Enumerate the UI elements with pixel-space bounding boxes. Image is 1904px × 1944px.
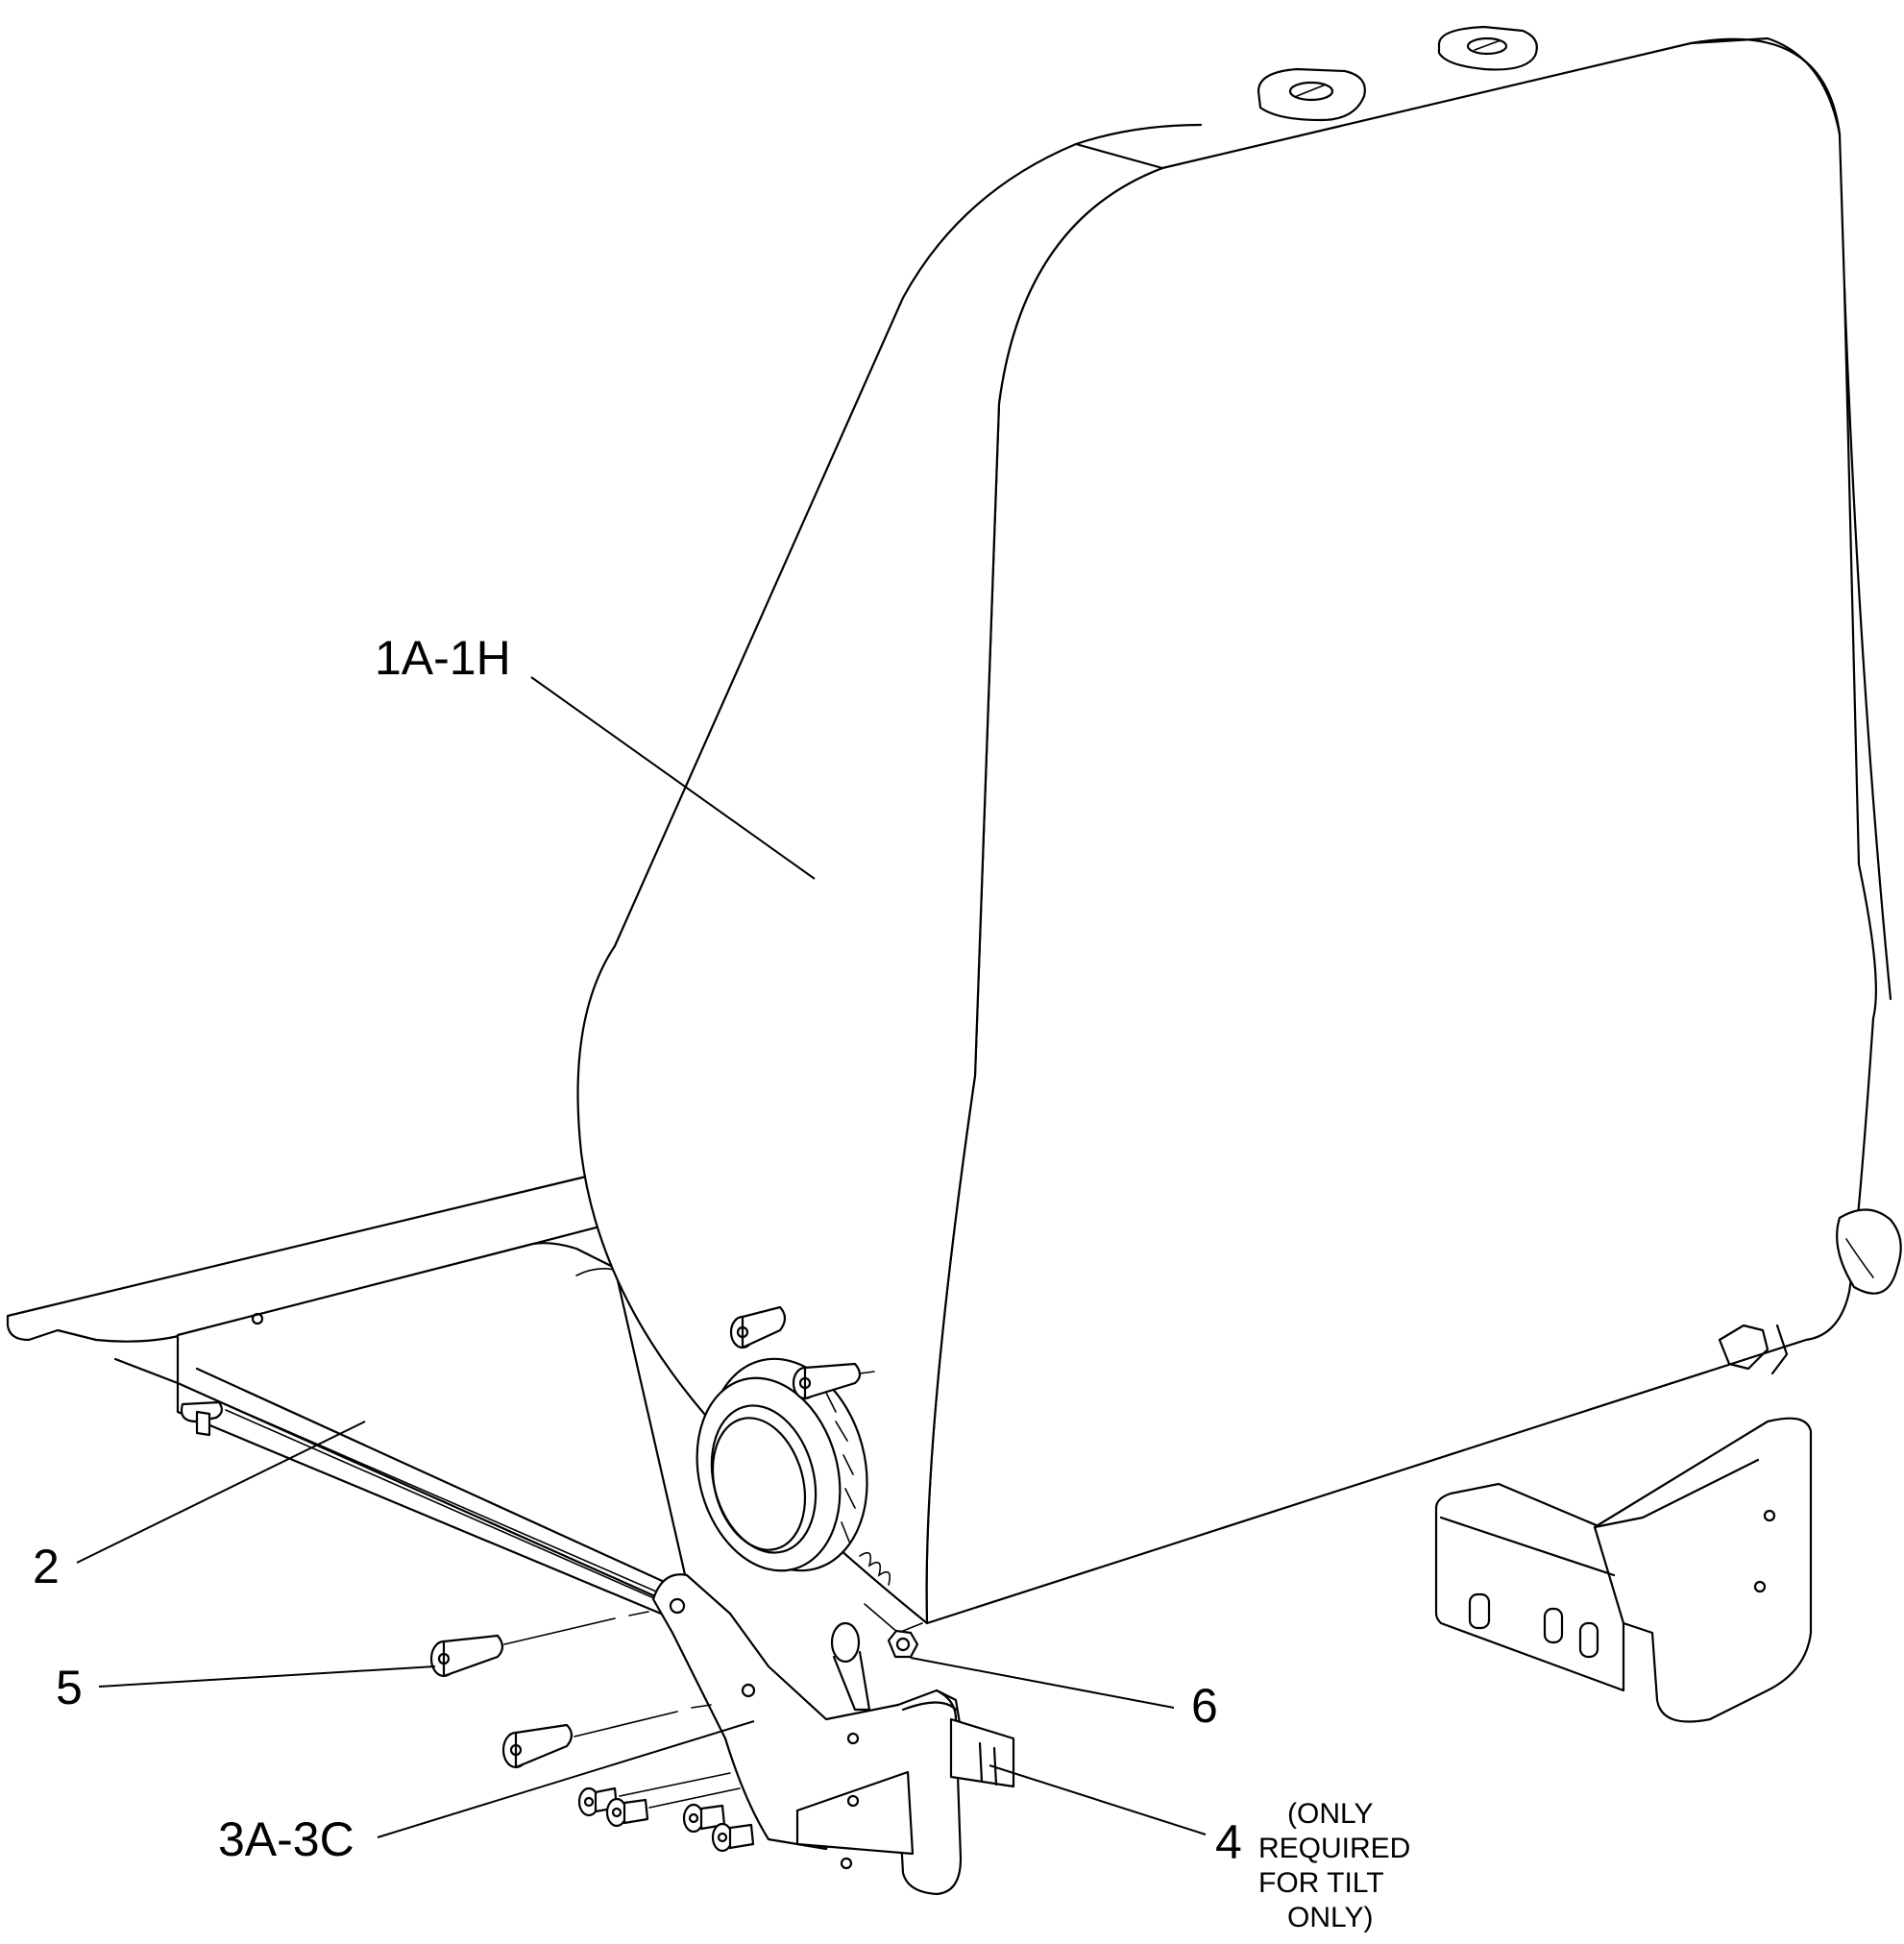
screw-upper-2	[792, 1362, 875, 1400]
right-hinge-bracket	[1434, 1208, 1902, 1723]
top-grommet-left	[1257, 67, 1366, 122]
leader-3a-3c	[377, 1720, 755, 1838]
callout-6: 6	[1191, 1679, 1218, 1733]
note-line-3: FOR TILT	[1258, 1867, 1384, 1899]
tilt-note: (ONLY REQUIRED FOR TILT ONLY)	[1258, 1798, 1410, 1933]
leader-2	[76, 1421, 366, 1564]
screw-lower	[501, 1704, 712, 1769]
note-line-4: ONLY)	[1287, 1902, 1373, 1933]
left-hinge-bracket	[651, 1573, 963, 1896]
leader-1a-1h	[530, 676, 816, 880]
screw-small-a	[577, 1772, 731, 1817]
seat-back	[576, 25, 1892, 1625]
screw-upper-1	[729, 1305, 787, 1349]
note-line-1: (ONLY	[1287, 1798, 1373, 1830]
leader-6	[910, 1657, 1175, 1709]
callout-4: 4	[1215, 1815, 1242, 1869]
callout-2: 2	[33, 1540, 60, 1593]
leader-5	[98, 1665, 436, 1688]
screw-small-b	[605, 1787, 741, 1828]
recline-knob	[696, 1357, 868, 1572]
leader-4	[989, 1764, 1207, 1835]
note-line-2: REQUIRED	[1258, 1833, 1410, 1864]
top-grommet-right	[1437, 25, 1538, 71]
screw-5	[429, 1611, 649, 1678]
callout-5: 5	[56, 1661, 83, 1714]
callout-1a-1h: 1A-1H	[375, 631, 511, 685]
screw-small-c	[682, 1803, 726, 1834]
seat-pan	[6, 1175, 694, 1620]
callout-3a-3c: 3A-3C	[218, 1812, 354, 1866]
tilt-plate	[949, 1717, 1015, 1788]
nut-6	[887, 1629, 919, 1659]
screw-small-d	[711, 1822, 755, 1853]
